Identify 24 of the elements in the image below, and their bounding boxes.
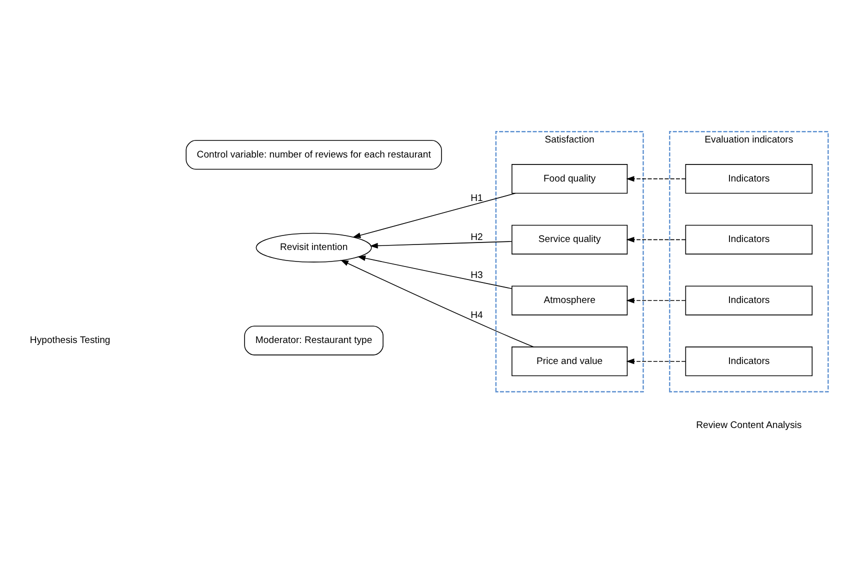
node-box: Indicators: [685, 224, 813, 254]
label: Review Content Analysis: [696, 419, 802, 430]
arrow: [626, 297, 686, 303]
node-box: Atmosphere: [512, 285, 628, 315]
edge-label: H1: [470, 192, 483, 204]
arrow: [357, 254, 512, 289]
node-box: Indicators: [685, 285, 813, 315]
node-box: Moderator: Restaurant type: [244, 325, 384, 355]
edge-label: H4: [470, 309, 483, 320]
node-box: Food quality: [512, 164, 628, 194]
arrow: [626, 358, 686, 364]
arrow: [626, 236, 686, 242]
node-box: Control variable: number of reviews for each restaurant: [186, 140, 442, 170]
node-box: Indicators: [685, 346, 813, 376]
arrow: [370, 240, 512, 248]
arrow: [340, 259, 534, 347]
edge-label: H3: [470, 269, 483, 280]
label: Hypothesis Testing: [30, 334, 110, 346]
arrow: [626, 176, 686, 182]
node-box: Service quality: [512, 224, 628, 254]
node-box: Price and value: [512, 346, 628, 376]
edge-label: H2: [470, 232, 483, 243]
node-box: Indicators: [685, 164, 813, 194]
arrow: [352, 192, 516, 238]
